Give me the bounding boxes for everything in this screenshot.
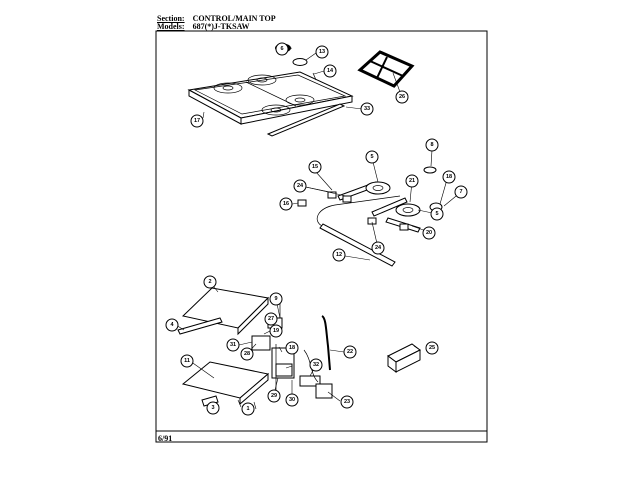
igniter-module — [387, 343, 421, 373]
footer-date: 6/91 — [158, 434, 173, 443]
main-top — [187, 71, 354, 125]
callout-20: 20 — [422, 226, 436, 240]
callout-27: 27 — [264, 312, 278, 326]
svg-text:25: 25 — [429, 345, 435, 351]
callout-24-top: 24 — [293, 179, 307, 193]
upper-shield — [181, 287, 270, 336]
callouts: 6 13 14 26 17 33 8 15 5 24 21 18 7 16 5 … — [165, 42, 468, 416]
svg-text:3: 3 — [211, 405, 214, 411]
svg-text:21: 21 — [409, 178, 415, 184]
callout-8: 8 — [425, 138, 439, 152]
svg-text:18: 18 — [446, 174, 452, 180]
lower-shield — [181, 361, 270, 407]
svg-text:27: 27 — [268, 316, 274, 322]
models-value: 687(*)J-TKSAW — [192, 22, 250, 31]
callout-26: 26 — [395, 90, 409, 104]
svg-text:32: 32 — [313, 362, 319, 368]
svg-text:1: 1 — [246, 406, 249, 412]
page-border — [155, 30, 488, 443]
callout-16: 16 — [279, 197, 293, 211]
callout-11: 11 — [180, 354, 194, 368]
callout-33: 33 — [360, 102, 374, 116]
svg-text:26: 26 — [399, 94, 405, 100]
callout-5-top: 5 — [365, 150, 379, 164]
svg-text:15: 15 — [312, 164, 318, 170]
svg-text:22: 22 — [347, 349, 353, 355]
section-label: Section: — [157, 14, 185, 23]
svg-text:5: 5 — [435, 211, 438, 217]
callout-29: 29 — [267, 389, 281, 403]
cap-ring — [292, 58, 308, 66]
callout-23: 23 — [340, 395, 354, 409]
svg-text:14: 14 — [327, 68, 334, 74]
svg-text:18: 18 — [289, 345, 295, 351]
trim-strip — [266, 103, 346, 137]
callout-7: 7 — [454, 185, 468, 199]
svg-text:5: 5 — [370, 154, 373, 160]
svg-text:24: 24 — [297, 183, 304, 189]
callout-30: 30 — [285, 393, 299, 407]
svg-text:12: 12 — [336, 252, 342, 258]
svg-text:33: 33 — [364, 106, 370, 112]
callout-21: 21 — [405, 174, 419, 188]
callout-2: 2 — [203, 275, 217, 289]
callout-18-top: 18 — [442, 170, 456, 184]
callout-3: 3 — [206, 401, 220, 415]
svg-text:9: 9 — [274, 296, 277, 302]
svg-text:20: 20 — [426, 230, 432, 236]
svg-text:30: 30 — [289, 397, 295, 403]
callout-12: 12 — [332, 248, 346, 262]
callout-19-low: 18 — [285, 341, 299, 355]
svg-text:2: 2 — [208, 279, 211, 285]
callout-25: 25 — [425, 341, 439, 355]
callout-19-top: 19 — [269, 324, 283, 338]
svg-text:29: 29 — [271, 393, 277, 399]
models-line: Models: 687(*)J-TKSAW — [157, 22, 249, 31]
callout-14: 14 — [323, 64, 337, 78]
callout-13: 13 — [315, 45, 329, 59]
svg-text:24: 24 — [375, 245, 382, 251]
svg-text:23: 23 — [344, 399, 350, 405]
section-line: Section: CONTROL/MAIN TOP — [157, 14, 276, 23]
grate — [357, 50, 415, 88]
callout-17: 17 — [190, 114, 204, 128]
svg-text:16: 16 — [283, 201, 289, 207]
svg-text:11: 11 — [184, 358, 190, 364]
manifold-assembly — [297, 166, 443, 267]
models-label: Models: — [157, 22, 185, 31]
callout-9: 9 — [269, 292, 283, 306]
svg-text:4: 4 — [170, 322, 174, 328]
callout-24-low: 24 — [371, 241, 385, 255]
callout-28-top: 28 — [240, 347, 254, 361]
svg-text:17: 17 — [194, 118, 200, 124]
svg-text:6: 6 — [280, 46, 283, 52]
gas-tube — [321, 315, 331, 371]
section-value: CONTROL/MAIN TOP — [192, 14, 276, 23]
svg-text:7: 7 — [459, 189, 462, 195]
bracket — [177, 317, 223, 335]
svg-text:13: 13 — [319, 49, 325, 55]
callout-6: 6 — [275, 42, 289, 56]
svg-text:19: 19 — [273, 328, 279, 334]
svg-text:31: 31 — [230, 342, 236, 348]
callout-1: 1 — [241, 402, 255, 416]
svg-text:28: 28 — [244, 351, 250, 357]
gasket-strip — [312, 72, 317, 81]
callout-4: 4 — [165, 318, 179, 332]
callout-15: 15 — [308, 160, 322, 174]
callout-32: 32 — [309, 358, 323, 372]
callout-31: 31 — [226, 338, 240, 352]
callout-22: 22 — [343, 345, 357, 359]
svg-text:8: 8 — [430, 142, 433, 148]
callout-5-mid: 5 — [430, 207, 444, 221]
